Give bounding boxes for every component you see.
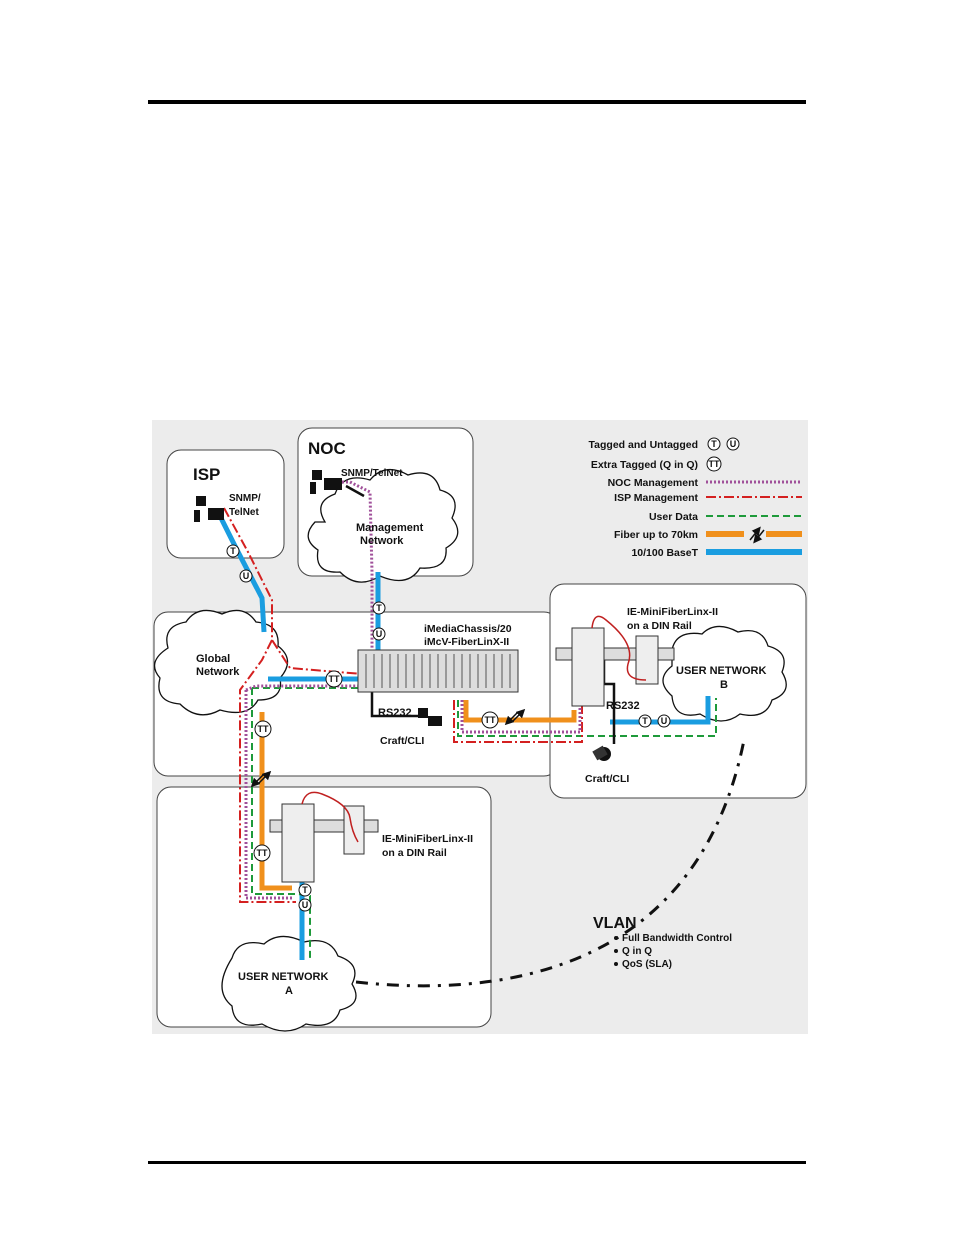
legend: Tagged and Untagged T U Extra Tagged (Q … (589, 437, 802, 559)
global-network-label-line1: Global (196, 653, 230, 665)
fiber-arrows-b (504, 708, 526, 726)
chassis-device (357, 649, 519, 693)
user-network-a-label-line1: USER NETWORK (238, 971, 329, 983)
vlan-path (355, 739, 746, 988)
legend-badge-tt: TT (709, 459, 720, 469)
mini-device-b (555, 615, 675, 707)
badge-t-isp (226, 544, 240, 558)
noc-station-cable (345, 484, 365, 498)
isp-station-label-line1: SNMP/ (229, 493, 261, 504)
vlan-item: Full Bandwidth Control (622, 933, 732, 944)
mini-a-label-line2: on a DIN Rail (382, 847, 447, 859)
legend-badge-t: T (711, 439, 717, 449)
badge-tt-site-a (253, 844, 271, 862)
noc-station-label: SNMP/TelNet (341, 468, 403, 479)
badge-text: TT (329, 674, 340, 684)
badge-text: T (376, 603, 382, 613)
site-a-fiber-link (259, 712, 292, 891)
badge-t-site-a (298, 883, 312, 897)
badge-u-site-b (657, 714, 671, 728)
badge-u-isp (239, 569, 253, 583)
user-data-links (251, 687, 717, 960)
craft-right-label: Craft/CLI (585, 773, 629, 785)
mini-a-label-line1: IE-MiniFiberLinx-II (382, 833, 473, 845)
badges (226, 544, 671, 912)
badge-letters: T U T U TT TT TT T U TT T U (230, 546, 667, 910)
legend-badge-u: U (730, 439, 737, 449)
badge-text: U (302, 900, 309, 910)
rs232-right-label: RS232 (606, 700, 640, 712)
badge-t-site-b (638, 714, 652, 728)
noc-management-site-b-link (460, 700, 582, 734)
legend-label: NOC Management (608, 477, 699, 489)
chassis-label-line2: iMcV-FiberLinX-II (424, 636, 509, 648)
isp-station-icon (194, 496, 224, 522)
site-b-user-data-link (457, 698, 717, 737)
noc-management-site-a-link (244, 690, 294, 900)
vlan-list: Full Bandwidth Control Q in Q QoS (SLA) (614, 933, 732, 970)
badge-tt-core (254, 720, 272, 738)
badge-tt-global (325, 670, 343, 688)
badge-text: TT (485, 715, 496, 725)
isp-management-site-a-link (239, 639, 296, 903)
badge-text: TT (257, 848, 268, 858)
legend-label: Tagged and Untagged (589, 439, 698, 451)
global-network-label-line2: Network (196, 666, 240, 678)
legend-label: User Data (649, 511, 698, 523)
user-network-b-cloud (662, 625, 787, 722)
user-network-b-label-line1: USER NETWORK (676, 665, 767, 677)
management-network-label-line2: Network (360, 535, 404, 547)
badge-text: T (642, 716, 648, 726)
legend-label: Extra Tagged (Q in Q) (591, 459, 698, 471)
badge-text: T (302, 885, 308, 895)
badge-t-noc (372, 601, 386, 615)
badge-text: U (661, 716, 668, 726)
badge-text: TT (258, 724, 269, 734)
mini-b-label-line2: on a DIN Rail (627, 620, 692, 632)
vlan-title: VLAN (593, 915, 637, 932)
craft-left-label: Craft/CLI (380, 735, 424, 747)
legend-label: 10/100 BaseT (631, 547, 698, 559)
badge-tt-site-b (481, 711, 499, 729)
footer-rule (148, 1161, 806, 1164)
badge-text: U (376, 629, 383, 639)
site-a-user-data-link (251, 688, 311, 960)
legend-label: Fiber up to 70km (614, 529, 698, 541)
user-network-a-label-line2: A (285, 985, 293, 997)
isp-box (166, 449, 285, 559)
vlan-item: QoS (SLA) (622, 959, 672, 970)
isp-title: ISP (193, 465, 220, 484)
management-network-cloud (307, 468, 459, 583)
badge-text: T (230, 546, 236, 556)
mini-device-a (269, 791, 379, 883)
site-b-fiber-link (463, 700, 577, 723)
isp-management-links (223, 507, 583, 903)
craft-right-handheld-icon (592, 745, 611, 761)
noc-title: NOC (308, 439, 346, 458)
rs232-left-cable (370, 690, 420, 718)
vlan-item: Q in Q (622, 946, 652, 957)
user-network-a-cloud (221, 935, 357, 1032)
badge-text: U (243, 571, 250, 581)
noc-station-icon (310, 470, 342, 494)
badge-u-site-a (298, 898, 312, 912)
chassis-label-line1: iMediaChassis/20 (424, 623, 512, 635)
craft-left-station-icon (418, 708, 442, 726)
header-rule (148, 100, 806, 104)
badge-u-noc (372, 627, 386, 641)
fiber-links (259, 700, 577, 891)
noc-management-global-link (245, 684, 362, 692)
legend-label: ISP Management (614, 492, 698, 504)
fiber-arrows-a (250, 770, 272, 788)
management-network-label-line1: Management (356, 522, 424, 534)
rs232-left-label: RS232 (378, 707, 412, 719)
mini-b-label-line1: IE-MiniFiberLinx-II (627, 606, 718, 618)
isp-management-site-b-link (453, 700, 583, 743)
isp-station-label-line2: TelNet (229, 507, 259, 518)
user-network-b-label-line2: B (720, 679, 728, 691)
isp-management-main-link (223, 507, 363, 675)
